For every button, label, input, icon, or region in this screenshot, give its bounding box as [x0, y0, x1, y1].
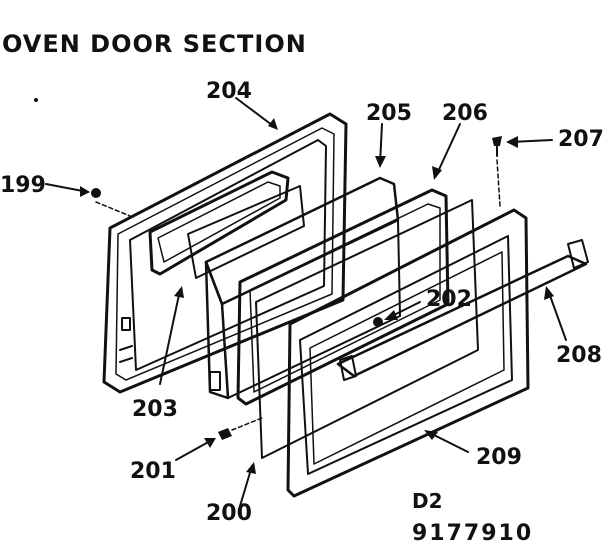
part-209-front-trim-frame [286, 208, 530, 498]
label-part-201: 201 [130, 459, 176, 484]
label-part-200: 200 [206, 501, 252, 526]
part-208-door-handle [336, 239, 589, 381]
part-205-insulation-block [204, 176, 401, 400]
part-203-glass-panel [187, 185, 305, 279]
part-199-screw [91, 188, 101, 198]
part-202-screw [373, 317, 383, 327]
label-part-206: 206 [442, 101, 488, 126]
label-part-199: 199 [0, 173, 46, 198]
label-part-205: 205 [366, 101, 412, 126]
leader-lines [45, 97, 567, 507]
label-part-203: 203 [132, 397, 178, 422]
label-part-202: 202 [426, 287, 472, 312]
diagram-title: OVEN DOOR SECTION [2, 30, 307, 58]
part-201-screw [218, 428, 232, 440]
drawing-code: D2 [412, 489, 443, 513]
label-part-208: 208 [556, 343, 602, 368]
stray-dot [34, 98, 38, 102]
part-200-inner-glass [255, 199, 479, 459]
label-part-209: 209 [476, 445, 522, 470]
label-part-207: 207 [558, 127, 604, 152]
drawing-number: 9177910 [412, 521, 533, 543]
part-206-inner-panel [236, 188, 450, 406]
label-part-204: 204 [206, 79, 252, 104]
part-204-outer-door-panel [102, 112, 348, 394]
part-207-screw [492, 136, 502, 157]
